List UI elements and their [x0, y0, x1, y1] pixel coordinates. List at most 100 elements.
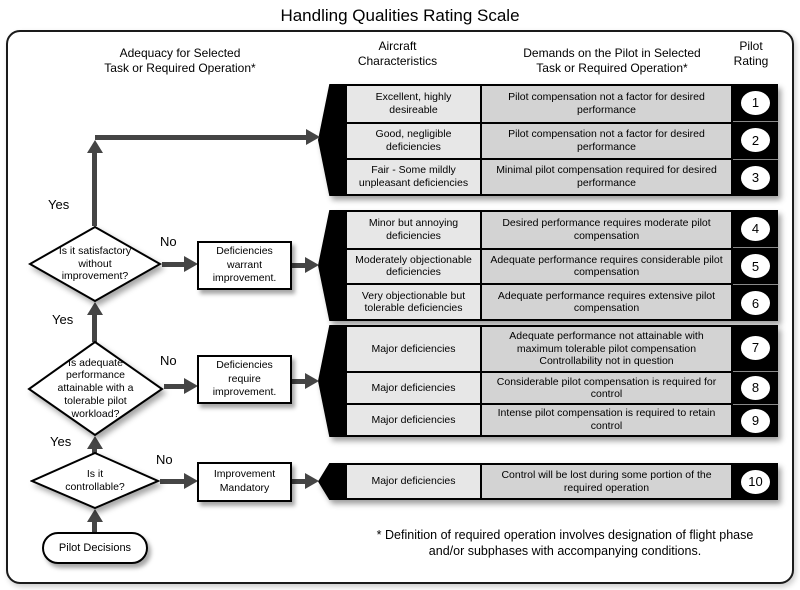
no-arrow-3: [160, 479, 184, 484]
yes-label: Yes: [50, 434, 72, 449]
no-arrow-1: [162, 262, 184, 267]
column-header-demands: Demands on the Pilot in Selected Task or…: [523, 46, 701, 75]
arrowhead-right-icon: [184, 473, 198, 489]
decision-adequate-performance: Is adequate performance attainable with …: [27, 341, 164, 436]
flow-line-yes-3: [92, 449, 97, 453]
diamond-shape: [28, 226, 162, 302]
diamond-shape: [27, 341, 164, 436]
pilot-demands-cell: Considerable pilot compensation is requi…: [482, 373, 731, 404]
arrow-to-band-2: [292, 263, 305, 268]
rating-bar: 1 2 3: [733, 84, 778, 196]
table-row: Good, negligible deficiencies Pilot comp…: [347, 122, 731, 158]
rating-badge: 3: [741, 165, 770, 190]
table-row: Major deficiencies Considerable pilot co…: [347, 371, 731, 404]
decision-controllable: Is it controllable?: [30, 452, 160, 509]
arrowhead-up-icon: [87, 302, 103, 315]
action-box-improvement-mandatory: Improvement Mandatory: [197, 462, 292, 502]
rating-badge: 5: [741, 254, 770, 278]
rating-badge: 10: [741, 469, 770, 494]
yes-label: Yes: [52, 312, 74, 327]
column-header-adequacy: Adequacy for Selected Task or Required O…: [104, 46, 256, 75]
pilot-demands-cell: Desired performance requires moderate pi…: [482, 212, 731, 248]
diagram-frame: [6, 30, 794, 584]
arrowhead-right-icon: [184, 256, 198, 272]
aircraft-characteristics-cell: Moderately objectionable deficiencies: [347, 249, 482, 284]
rating-band-7-9: Major deficiencies Adequate performance …: [318, 325, 778, 437]
no-label: No: [156, 452, 173, 467]
rating-band-1-3: Excellent, highly desireable Pilot compe…: [318, 84, 778, 196]
pilot-demands-cell: Adequate performance requires considerab…: [482, 249, 731, 284]
pilot-demands-cell: Control will be lost during some portion…: [482, 465, 731, 498]
table-row: Excellent, highly desireable Pilot compe…: [347, 86, 731, 122]
table-row: Moderately objectionable deficiencies Ad…: [347, 247, 731, 284]
rating-badge: 7: [741, 335, 770, 360]
decision-question: Is it satisfactory without improvement?: [58, 244, 132, 283]
column-header-pilot-rating: Pilot Rating: [733, 39, 769, 68]
action-box-deficiencies-require: Deficiencies require improvement.: [197, 355, 292, 404]
arrowhead-up-icon: [87, 509, 103, 522]
rating-badge: 1: [741, 90, 770, 115]
aircraft-characteristics-cell: Minor but annoying deficiencies: [347, 212, 482, 248]
arrowhead-right-icon: [305, 373, 319, 389]
pilot-demands-cell: Intense pilot compensation is required t…: [482, 405, 731, 435]
arrow-to-band-4: [292, 479, 305, 484]
pilot-demands-cell: Adequate performance requires extensive …: [482, 285, 731, 319]
table-row: Fair - Some mildly unpleasant deficienci…: [347, 158, 731, 194]
table-row: Very objectionable but tolerable deficie…: [347, 283, 731, 319]
decision-question: Is it controllable?: [65, 467, 125, 493]
aircraft-characteristics-cell: Major deficiencies: [347, 327, 482, 372]
page-title: Handling Qualities Rating Scale: [280, 6, 520, 25]
rating-band-4-6: Minor but annoying deficiencies Desired …: [318, 210, 778, 321]
band-rows: Major deficiencies Control will be lost …: [345, 463, 733, 500]
band-left-wedge: [318, 325, 345, 437]
arrowhead-up-icon: [87, 140, 103, 153]
flow-arrow-to-band-1: [95, 135, 306, 140]
decision-satisfactory: Is it satisfactory without improvement?: [28, 226, 162, 302]
no-label: No: [160, 234, 177, 249]
aircraft-characteristics-cell: Very objectionable but tolerable deficie…: [347, 285, 482, 319]
band-rows: Excellent, highly desireable Pilot compe…: [345, 84, 733, 196]
aircraft-characteristics-cell: Major deficiencies: [347, 373, 482, 404]
band-left-wedge: [318, 463, 345, 500]
table-row: Minor but annoying deficiencies Desired …: [347, 212, 731, 248]
pilot-decisions-node: Pilot Decisions: [42, 532, 148, 564]
arrowhead-right-icon: [305, 473, 319, 489]
pilot-demands-cell: Pilot compensation not a factor for desi…: [482, 86, 731, 122]
band-rows: Minor but annoying deficiencies Desired …: [345, 210, 733, 321]
arrow-to-band-3: [292, 379, 305, 384]
pilot-demands-cell: Pilot compensation not a factor for desi…: [482, 124, 731, 158]
flow-line-start: [92, 522, 97, 532]
rating-bar: 4 5 6: [733, 210, 778, 321]
action-box-deficiencies-warrant: Deficiencies warrant improvement.: [197, 241, 292, 290]
decision-question: Is adequate performance attainable with …: [57, 356, 134, 420]
column-header-aircraft-characteristics: Aircraft Characteristics: [357, 39, 438, 68]
rating-badge: 2: [741, 128, 770, 153]
diamond-shape: [30, 452, 160, 509]
aircraft-characteristics-cell: Excellent, highly desireable: [347, 86, 482, 122]
band-left-wedge: [318, 84, 345, 196]
arrowhead-right-icon: [306, 129, 320, 145]
aircraft-characteristics-cell: Major deficiencies: [347, 405, 482, 435]
aircraft-characteristics-cell: Good, negligible deficiencies: [347, 124, 482, 158]
rating-badge: 8: [741, 375, 770, 400]
band-rows: Major deficiencies Adequate performance …: [345, 325, 733, 437]
rating-band-10: Major deficiencies Control will be lost …: [318, 463, 778, 500]
rating-badge: 6: [741, 291, 770, 315]
aircraft-characteristics-cell: Fair - Some mildly unpleasant deficienci…: [347, 160, 482, 194]
pilot-demands-cell: Minimal pilot compensation required for …: [482, 160, 731, 194]
rating-bar: 10: [733, 463, 778, 500]
pilot-demands-cell: Adequate performance not attainable with…: [482, 327, 731, 372]
aircraft-characteristics-cell: Major deficiencies: [347, 465, 482, 498]
rating-badge: 9: [741, 408, 770, 433]
arrowhead-right-icon: [184, 378, 198, 394]
band-left-wedge: [318, 210, 345, 321]
table-row: Major deficiencies Intense pilot compens…: [347, 403, 731, 435]
footnote: * Definition of required operation invol…: [376, 528, 754, 559]
no-label: No: [160, 353, 177, 368]
flow-line-yes-2: [92, 315, 97, 342]
rating-bar: 7 8 9: [733, 325, 778, 437]
arrowhead-right-icon: [305, 257, 319, 273]
no-arrow-2: [164, 384, 184, 389]
yes-label: Yes: [48, 197, 70, 212]
